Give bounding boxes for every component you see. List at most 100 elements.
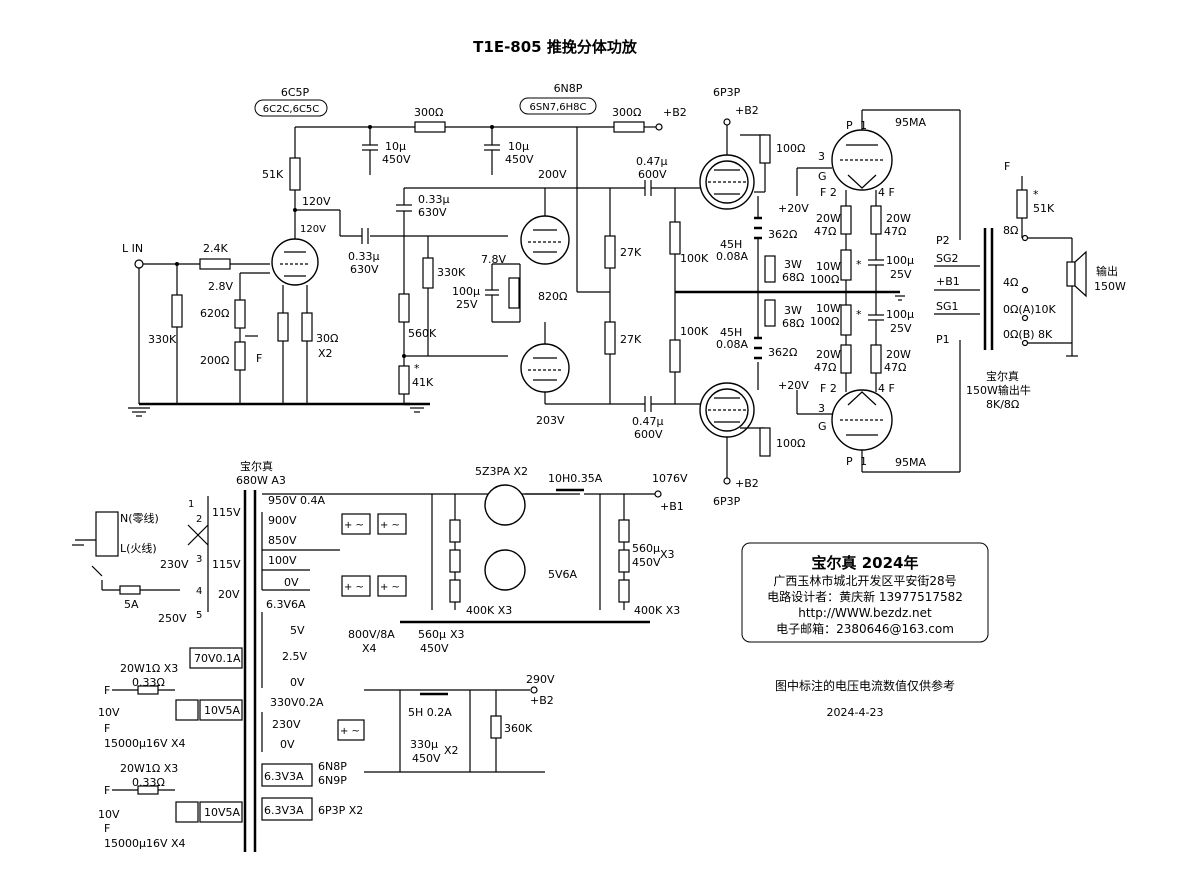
rectifier-tube-a — [484, 484, 526, 526]
svg-text:630V: 630V — [418, 206, 447, 219]
svg-text:F: F — [104, 822, 110, 835]
svg-text:150W: 150W — [1094, 280, 1126, 293]
power-transformer: 宝尔真 680W A3 1 2 3 4 5 115V 115V 230V 250… — [72, 459, 363, 852]
info-email: 电子邮箱：2380646@163.com — [776, 621, 954, 636]
svg-text:680W A3: 680W A3 — [236, 474, 286, 487]
svg-text:+ ~: + ~ — [344, 520, 364, 531]
svg-text:5A: 5A — [124, 598, 139, 611]
svg-text:115V: 115V — [212, 506, 241, 519]
svg-text:10W: 10W — [816, 302, 841, 315]
info-box: 宝尔真 2024年 广西玉林市城北开发区平安街28号 电路设计者：黄庆新 139… — [741, 542, 989, 643]
svg-text:3: 3 — [196, 554, 202, 565]
svg-text:3W: 3W — [784, 258, 802, 271]
svg-text:P2: P2 — [936, 234, 950, 247]
input-stage: L IN 2.4K 330K 6C5P 6C2C,6C5C 120V 51K — [122, 86, 415, 417]
svg-text:+B1: +B1 — [936, 275, 960, 288]
tube-v2a — [520, 215, 570, 265]
svg-text:10V5A: 10V5A — [204, 806, 241, 819]
svg-text:输出: 输出 — [1096, 264, 1118, 278]
svg-text:150W输出牛: 150W输出牛 — [966, 383, 1031, 397]
svg-text:P: P — [846, 455, 853, 468]
svg-text:47Ω: 47Ω — [814, 361, 836, 374]
svg-text:300Ω: 300Ω — [414, 106, 443, 119]
svg-text:8Ω: 8Ω — [1003, 224, 1018, 237]
svg-text:2.5V: 2.5V — [282, 650, 307, 663]
svg-text:+B2: +B2 — [735, 104, 759, 117]
svg-text:15000μ16V X4: 15000μ16V X4 — [104, 837, 186, 850]
svg-text:4 F: 4 F — [878, 186, 895, 199]
svg-text:+B2: +B2 — [735, 477, 759, 490]
svg-text:47Ω: 47Ω — [884, 225, 906, 238]
svg-text:F: F — [104, 722, 110, 735]
svg-text:7.8V: 7.8V — [481, 253, 506, 266]
resistor-51k — [289, 157, 301, 191]
svg-text:360K: 360K — [504, 722, 533, 735]
info-designer: 电路设计者：黄庆新 13977517582 — [767, 589, 963, 604]
svg-text:120V: 120V — [300, 224, 326, 235]
output-transformer: P2 P1 SG2 +B1 SG1 F * 51K 8Ω 4Ω 0Ω(A)10K… — [934, 110, 1126, 472]
svg-text:51K: 51K — [1033, 202, 1055, 215]
svg-text:45H: 45H — [720, 238, 742, 251]
svg-text:L(火线): L(火线) — [120, 541, 157, 555]
svg-text:X2: X2 — [318, 347, 333, 360]
svg-text:+B1: +B1 — [660, 500, 684, 513]
svg-text:290V: 290V — [526, 673, 555, 686]
svg-text:20W: 20W — [816, 348, 841, 361]
svg-text:P: P — [846, 119, 853, 132]
svg-text:230V: 230V — [160, 558, 189, 571]
bias-supply-b: 20W1Ω X3 0.33Ω F 10V 10V5A 15000μ16V X4 … — [98, 762, 243, 850]
svg-text:+ ~: + ~ — [344, 582, 364, 593]
svg-text:200V: 200V — [538, 168, 567, 181]
svg-text:10W: 10W — [816, 260, 841, 273]
svg-text:20W1Ω X3: 20W1Ω X3 — [120, 762, 178, 775]
svg-text:宝尔真: 宝尔真 — [240, 459, 273, 473]
svg-text:X3: X3 — [450, 628, 465, 641]
schematic-title: T1E-805 推挽分体功放 — [473, 38, 638, 56]
svg-text:2: 2 — [196, 514, 202, 525]
svg-text:362Ω: 362Ω — [768, 228, 797, 241]
svg-text:560μ: 560μ — [418, 628, 446, 641]
svg-text:3: 3 — [818, 150, 825, 163]
svg-text:30Ω: 30Ω — [316, 332, 338, 345]
svg-text:10H0.35A: 10H0.35A — [548, 472, 603, 485]
svg-text:10V5A: 10V5A — [204, 704, 241, 717]
svg-text:6.3V3A: 6.3V3A — [264, 770, 304, 783]
svg-text:SG1: SG1 — [936, 300, 959, 313]
svg-text:560K: 560K — [408, 327, 437, 340]
svg-text:3: 3 — [818, 402, 825, 415]
svg-text:630V: 630V — [350, 263, 379, 276]
input-label: L IN — [122, 242, 143, 255]
svg-text:620Ω: 620Ω — [200, 307, 229, 320]
svg-text:0.47μ: 0.47μ — [632, 415, 664, 428]
svg-text:450V: 450V — [632, 556, 661, 569]
info-url: http://WWW.bezdz.net — [798, 606, 932, 620]
svg-text:25V: 25V — [890, 322, 912, 335]
svg-text:4 F: 4 F — [878, 382, 895, 395]
svg-text:0.08A: 0.08A — [716, 338, 748, 351]
svg-text:宝尔真: 宝尔真 — [986, 369, 1019, 383]
svg-text:95MA: 95MA — [895, 116, 926, 129]
svg-text:200Ω: 200Ω — [200, 354, 229, 367]
svg-text:250V: 250V — [158, 612, 187, 625]
svg-text:1: 1 — [860, 455, 867, 468]
output-stage: P1 P1 95MA 3G F 24 F 20W 47Ω 20W 47Ω 10W… — [796, 109, 960, 473]
b2-supply: + ~ 5H 0.2A 290V +B2 360K 330μ 450V X2 — [337, 673, 555, 773]
svg-text:0.33μ: 0.33μ — [348, 250, 380, 263]
svg-text:5: 5 — [196, 610, 202, 621]
svg-text:6SN7,6H8C: 6SN7,6H8C — [530, 102, 587, 113]
svg-text:20W: 20W — [886, 348, 911, 361]
svg-text:0V: 0V — [284, 576, 299, 589]
svg-text:2.8V: 2.8V — [208, 280, 233, 293]
svg-text:70V0.1A: 70V0.1A — [194, 652, 241, 665]
svg-text:115V: 115V — [212, 558, 241, 571]
svg-text:560μ: 560μ — [632, 542, 660, 555]
svg-text:4Ω: 4Ω — [1003, 276, 1018, 289]
svg-text:+ ~: + ~ — [380, 520, 400, 531]
svg-text:6N8P: 6N8P — [554, 82, 583, 95]
svg-text:450V: 450V — [382, 153, 411, 166]
resistor-2k4 — [199, 258, 231, 270]
svg-text:100μ: 100μ — [452, 285, 480, 298]
svg-text:95MA: 95MA — [895, 456, 926, 469]
svg-text:20W1Ω X3: 20W1Ω X3 — [120, 662, 178, 675]
